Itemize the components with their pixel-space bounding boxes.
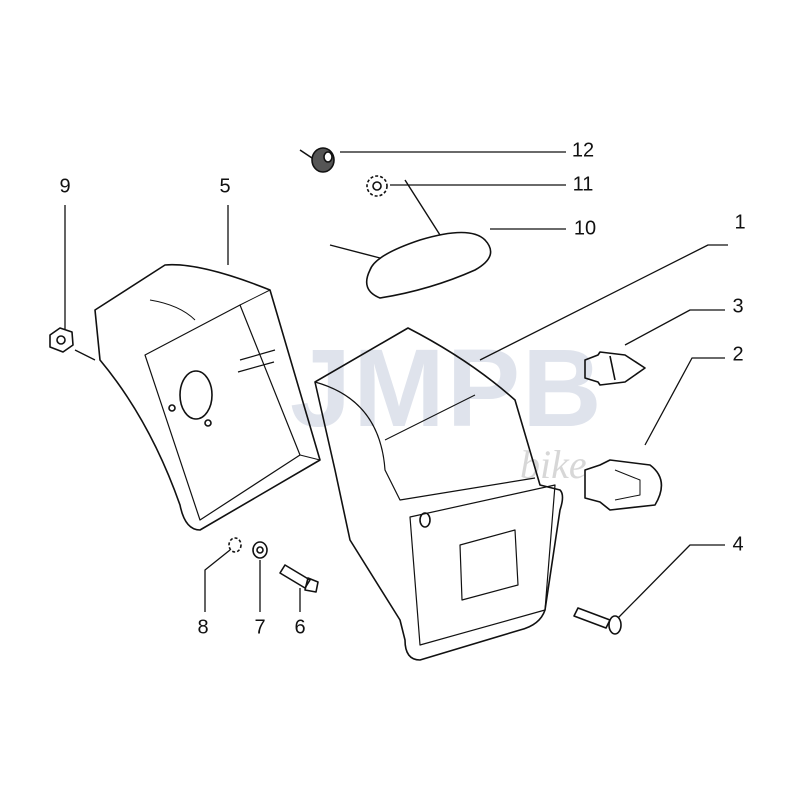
part-1-lens	[314, 327, 564, 661]
callout-8: 8	[197, 616, 209, 639]
callout-11: 11	[572, 173, 594, 196]
part-9-nut	[49, 327, 74, 353]
callout-12: 12	[571, 139, 595, 162]
callout-5: 5	[219, 175, 231, 198]
callout-7: 7	[254, 616, 266, 639]
part-11-star-washer	[366, 175, 388, 197]
watermark-sub: bike	[520, 442, 587, 487]
callout-9: 9	[59, 175, 71, 198]
part-12-cap-nut	[299, 147, 335, 173]
callout-3: 3	[732, 295, 744, 318]
callout-6: 6	[294, 616, 306, 639]
leader-lines	[64, 151, 728, 619]
callout-1: 1	[734, 211, 746, 234]
callout-10: 10	[573, 217, 597, 240]
part-4-screw	[573, 607, 622, 635]
part-3-bulb	[584, 351, 646, 386]
part-5-housing	[94, 263, 321, 531]
part-2-bulb	[584, 459, 663, 511]
callout-2: 2	[732, 343, 744, 366]
parts-8-7-6	[228, 537, 319, 593]
part-10-reflector	[329, 179, 492, 299]
callout-4: 4	[732, 533, 744, 556]
watermark-logo: JMPB	[290, 327, 604, 450]
